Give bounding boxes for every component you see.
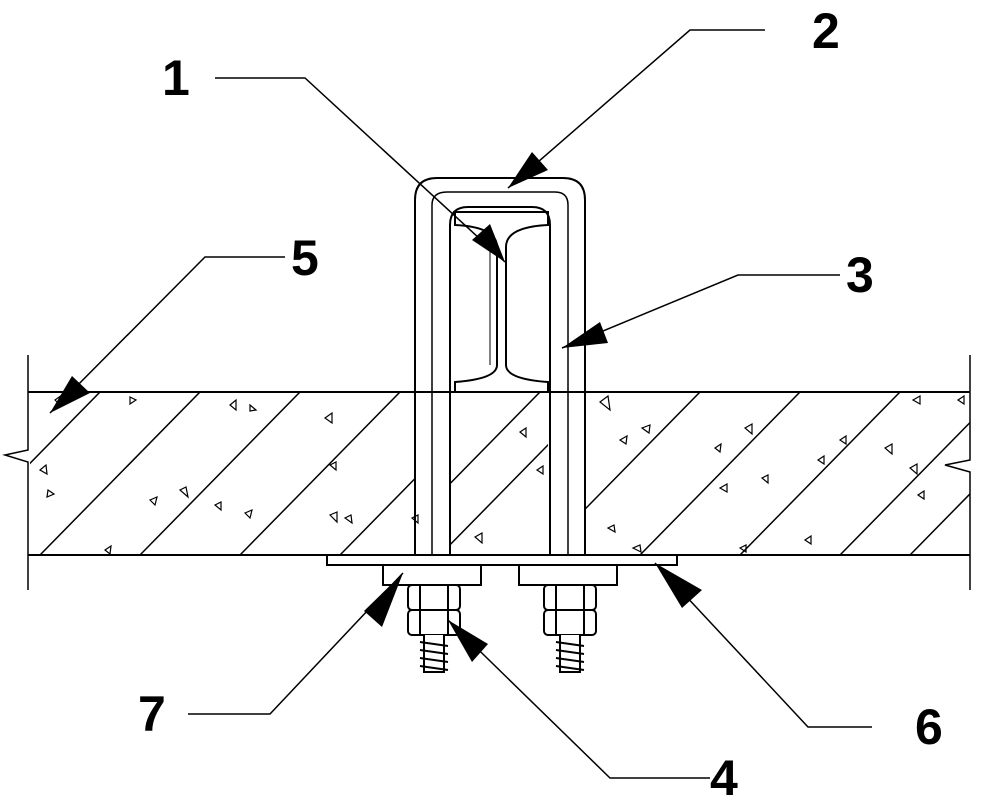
steel-i-beam [454,211,549,393]
leader-arrowheads [50,152,702,662]
arrowhead-2 [508,152,548,188]
slab-aggregate-marks [38,393,965,556]
callout-5: 5 [291,230,319,286]
arrowhead-4 [448,620,488,662]
callout-4: 4 [710,750,738,800]
callout-3: 3 [846,247,874,303]
slab-hatch-left [30,392,415,555]
arrowhead-7 [364,573,403,627]
leader-line-2 [507,29,765,189]
washers [382,564,618,586]
slab-hatch-middle [450,392,548,546]
leader-lines [49,29,872,779]
arrowhead-3 [562,322,608,348]
concrete-slab [2,355,971,590]
leader-line-6 [654,562,872,728]
arrowhead-6 [655,563,702,608]
slab-hatch-right [585,392,970,555]
leader-line-1 [215,77,506,263]
callout-2: 2 [812,3,840,59]
callout-1: 1 [162,50,190,106]
hex-nuts [407,584,597,636]
arrowhead-5 [50,376,90,413]
leader-line-4 [447,619,710,779]
arrowhead-1 [472,224,505,262]
callout-7: 7 [138,686,166,742]
bottom-steel-plate [326,554,678,566]
threaded-rod-ends [419,635,585,673]
leader-line-5 [49,256,285,414]
callout-labels: 1 2 3 4 5 6 7 [138,3,943,800]
leader-line-3 [561,274,840,349]
callout-6: 6 [915,699,943,755]
leader-line-7 [188,572,404,715]
u-bolt [414,177,586,555]
